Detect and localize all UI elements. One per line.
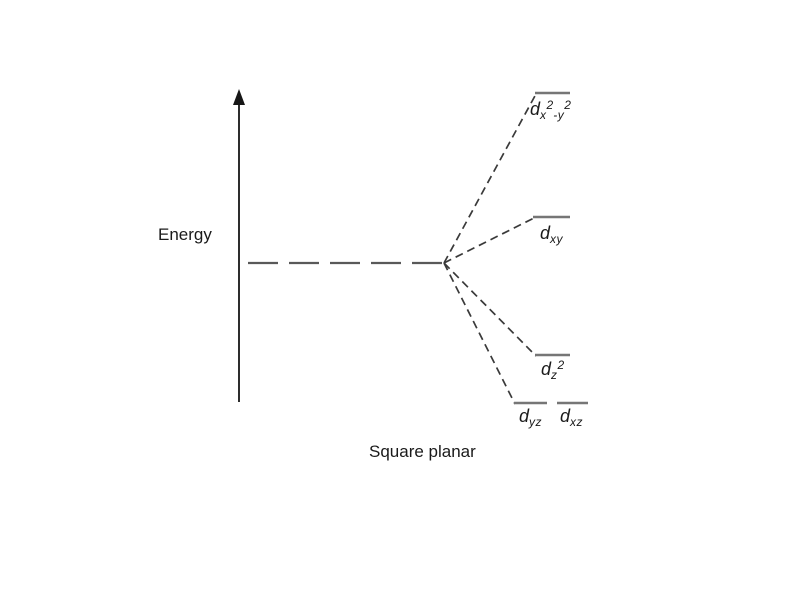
connector-d-yz xyxy=(443,262,516,405)
orbital-label-part: xy xyxy=(550,232,564,246)
orbital-label-part: d xyxy=(540,223,551,243)
splitting-connectors-group xyxy=(443,93,537,405)
orbital-label-d-yz: dyz xyxy=(519,406,542,428)
connector-d-z2 xyxy=(443,262,537,357)
energy-axis-group xyxy=(233,89,245,402)
orbital-label-d-xz: dxz xyxy=(560,406,583,428)
orbital-label-part: x xyxy=(540,108,547,122)
orbital-label-part: d xyxy=(560,406,571,426)
orbital-label-part: xz xyxy=(570,415,584,429)
orbital-label-part: yz xyxy=(529,415,543,429)
orbital-label-part: z xyxy=(551,368,558,382)
orbital-label-part: y xyxy=(557,108,565,122)
connector-d-xy xyxy=(443,217,535,264)
orbital-label-part: d xyxy=(519,406,530,426)
orbital-label-part: - xyxy=(553,108,558,122)
energy-axis-arrowhead xyxy=(233,89,245,105)
orbital-label-part: 2 xyxy=(557,358,565,372)
energy-levels-group xyxy=(514,91,588,405)
orbital-label-d-z2: dz2 xyxy=(541,358,565,381)
orbital-label-d-x2-y2: dx2-y2 xyxy=(530,98,571,121)
caption-square-planar: Square planar xyxy=(369,442,476,461)
orbital-label-part: d xyxy=(530,99,541,119)
orbital-label-part: d xyxy=(541,359,552,379)
orbital-label-part: 2 xyxy=(564,98,571,112)
connector-d-x2-y2 xyxy=(443,93,537,264)
energy-axis-label: Energy xyxy=(158,225,212,244)
orbital-label-d-xy: dxy xyxy=(540,223,563,245)
orbital-label-part: 2 xyxy=(546,98,554,112)
